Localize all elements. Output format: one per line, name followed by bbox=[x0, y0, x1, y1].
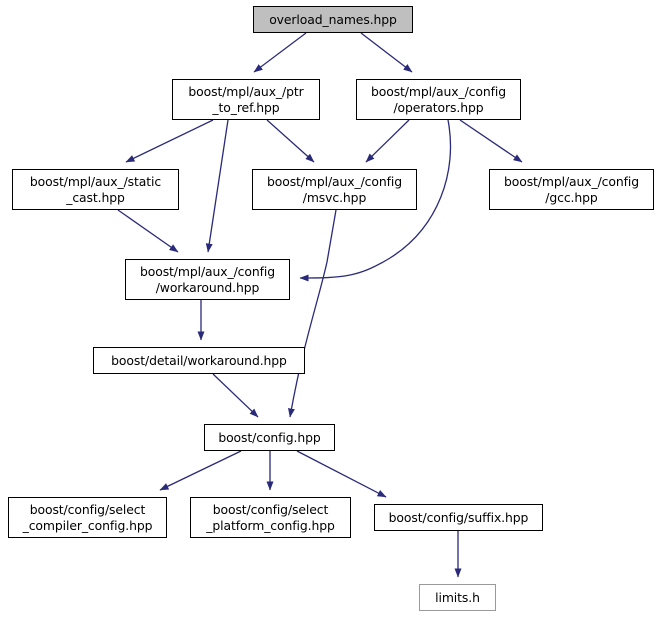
graph-node-config[interactable]: boost/config.hpp bbox=[204, 424, 335, 451]
graph-node-overload_names[interactable]: overload_names.hpp bbox=[253, 6, 413, 33]
graph-edge bbox=[360, 32, 413, 73]
graph-edge bbox=[253, 32, 307, 73]
graph-node-label: boost/mpl/aux_/config /msvc.hpp bbox=[266, 174, 403, 205]
graph-node-msvc[interactable]: boost/mpl/aux_/config /msvc.hpp bbox=[252, 169, 417, 210]
graph-node-static_cast[interactable]: boost/mpl/aux_/static _cast.hpp bbox=[12, 169, 179, 210]
graph-node-label: boost/config/suffix.hpp bbox=[388, 509, 529, 525]
graph-node-label: boost/mpl/aux_/config /workaround.hpp bbox=[139, 264, 276, 295]
graph-node-label: boost/mpl/aux_/config /operators.hpp bbox=[370, 84, 507, 115]
graph-node-limits[interactable]: limits.h bbox=[419, 584, 496, 611]
graph-node-mpl_workaround[interactable]: boost/mpl/aux_/config /workaround.hpp bbox=[125, 259, 290, 300]
graph-edge bbox=[212, 373, 259, 418]
graph-node-label: boost/config.hpp bbox=[218, 429, 321, 445]
graph-node-operators[interactable]: boost/mpl/aux_/config /operators.hpp bbox=[356, 79, 521, 120]
graph-edge bbox=[117, 209, 179, 253]
graph-node-select_platform[interactable]: boost/config/select _platform_config.hpp bbox=[190, 497, 351, 538]
graph-node-select_compiler[interactable]: boost/config/select _compiler_config.hpp bbox=[8, 497, 167, 538]
graph-edge bbox=[205, 119, 229, 253]
graph-edge bbox=[365, 119, 410, 163]
graph-node-label: boost/mpl/aux_/config /gcc.hpp bbox=[503, 174, 640, 205]
graph-edge bbox=[266, 119, 315, 163]
graph-edge bbox=[459, 119, 523, 163]
graph-edge bbox=[288, 209, 337, 418]
graph-edge bbox=[299, 119, 452, 282]
graph-node-ptr_to_ref[interactable]: boost/mpl/aux_/ptr _to_ref.hpp bbox=[172, 79, 320, 120]
graph-node-label: boost/mpl/aux_/static _cast.hpp bbox=[29, 174, 162, 205]
graph-node-label: overload_names.hpp bbox=[269, 11, 397, 27]
graph-edge bbox=[296, 450, 387, 498]
graph-node-label: boost/detail/workaround.hpp bbox=[111, 352, 287, 368]
graph-node-label: boost/config/select _compiler_config.hpp bbox=[22, 502, 153, 533]
graph-node-detail_workaround[interactable]: boost/detail/workaround.hpp bbox=[93, 347, 305, 374]
graph-node-label: limits.h bbox=[435, 589, 480, 605]
graph-edge bbox=[159, 450, 242, 491]
graph-node-label: boost/config/select _platform_config.hpp bbox=[206, 502, 335, 533]
graph-node-gcc[interactable]: boost/mpl/aux_/config /gcc.hpp bbox=[489, 169, 654, 210]
graph-edge bbox=[125, 119, 214, 163]
graph-node-label: boost/mpl/aux_/ptr _to_ref.hpp bbox=[188, 84, 304, 115]
graph-node-suffix[interactable]: boost/config/suffix.hpp bbox=[374, 504, 543, 531]
